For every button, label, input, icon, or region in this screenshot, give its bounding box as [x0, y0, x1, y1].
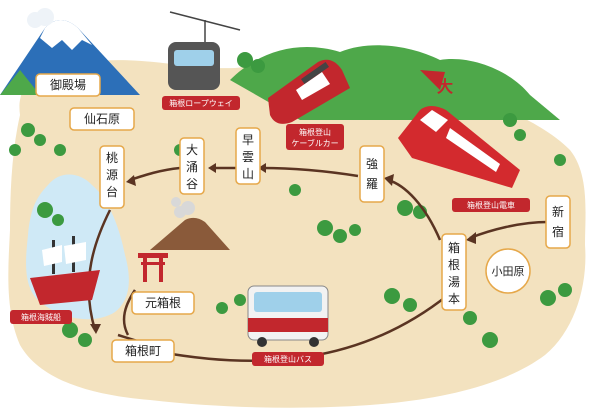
pirate-ship-icon	[30, 236, 100, 305]
station-gotemba-label: 御殿場	[50, 77, 86, 92]
route-arrowheads	[90, 163, 476, 334]
label-char: 本	[448, 292, 460, 306]
label-char: 湯	[448, 275, 460, 289]
station-gotemba[interactable]: 御殿場	[35, 73, 101, 97]
station-odawara-label: 小田原	[492, 265, 525, 278]
label-char: 根	[448, 258, 460, 272]
station-sengokuhara-label: 仙石原	[84, 112, 120, 126]
label-char: 涌	[186, 160, 198, 174]
label-char: 早	[242, 133, 254, 147]
label-char: 山	[242, 167, 254, 181]
owakudani-hill	[150, 217, 230, 250]
station-gora-label: 強羅	[366, 157, 378, 191]
station-hakonemachi[interactable]: 箱根町	[111, 339, 175, 363]
railway-label: 箱根登山電車	[467, 200, 515, 210]
station-shinjuku[interactable]	[545, 195, 571, 249]
railway-train-icon	[398, 106, 520, 188]
label-char: 雲	[242, 150, 254, 164]
bus-label: 箱根登山バス	[264, 354, 312, 364]
station-hakone-yumoto-label: 箱根湯本	[448, 240, 460, 306]
label-char: 大	[186, 143, 198, 157]
label-char: 羅	[366, 177, 378, 191]
station-sengokuhara[interactable]: 仙石原	[69, 107, 135, 131]
station-sounzan-label: 早雲山	[242, 133, 254, 181]
torii-gate-icon	[138, 253, 168, 282]
ropeway-gondola-icon	[168, 11, 241, 90]
station-odawara[interactable]: 小田原	[485, 248, 531, 294]
label-char: 強	[366, 157, 378, 171]
label-char: 台	[106, 184, 118, 199]
trees	[9, 52, 572, 348]
cablecar-tag	[286, 124, 344, 150]
station-hakone-yumoto[interactable]	[441, 233, 467, 311]
daimonji-label: 大	[437, 77, 453, 96]
station-motohakone-label: 元箱根	[145, 295, 181, 310]
station-gora[interactable]	[359, 145, 385, 203]
station-hakonemachi-label: 箱根町	[125, 343, 161, 358]
cablecar-label-line1: 箱根登山	[299, 127, 331, 137]
label-char: 箱	[448, 240, 460, 255]
label-char: 谷	[186, 177, 198, 191]
station-motohakone[interactable]: 元箱根	[131, 291, 195, 315]
station-sounzan[interactable]	[235, 127, 261, 185]
label-char: 宿	[552, 224, 564, 239]
pirate-ship-label: 箱根海賊船	[21, 312, 61, 322]
station-togendai[interactable]	[99, 145, 125, 209]
mount-fuji	[0, 20, 140, 95]
ropeway-label: 箱根ロープウェイ	[169, 98, 233, 108]
bus-icon	[247, 285, 329, 347]
station-shinjuku-label: 新宿	[552, 204, 564, 239]
railway-tag	[452, 198, 530, 212]
station-owakudani-label: 大涌谷	[186, 143, 198, 191]
bus-tag	[252, 352, 324, 366]
station-owakudani[interactable]	[179, 137, 205, 195]
cablecar-icon	[268, 59, 350, 124]
ropeway-tag	[162, 96, 240, 110]
pirate-ship-tag	[10, 310, 72, 324]
label-char: 源	[106, 168, 118, 182]
station-togendai-vertical-label: 桃源台	[106, 150, 118, 199]
cablecar-label-line2: ケーブルカー	[291, 138, 338, 148]
label-char: 新	[552, 204, 564, 219]
daimonji-mark	[420, 70, 445, 90]
label-char: 桃	[106, 150, 118, 165]
